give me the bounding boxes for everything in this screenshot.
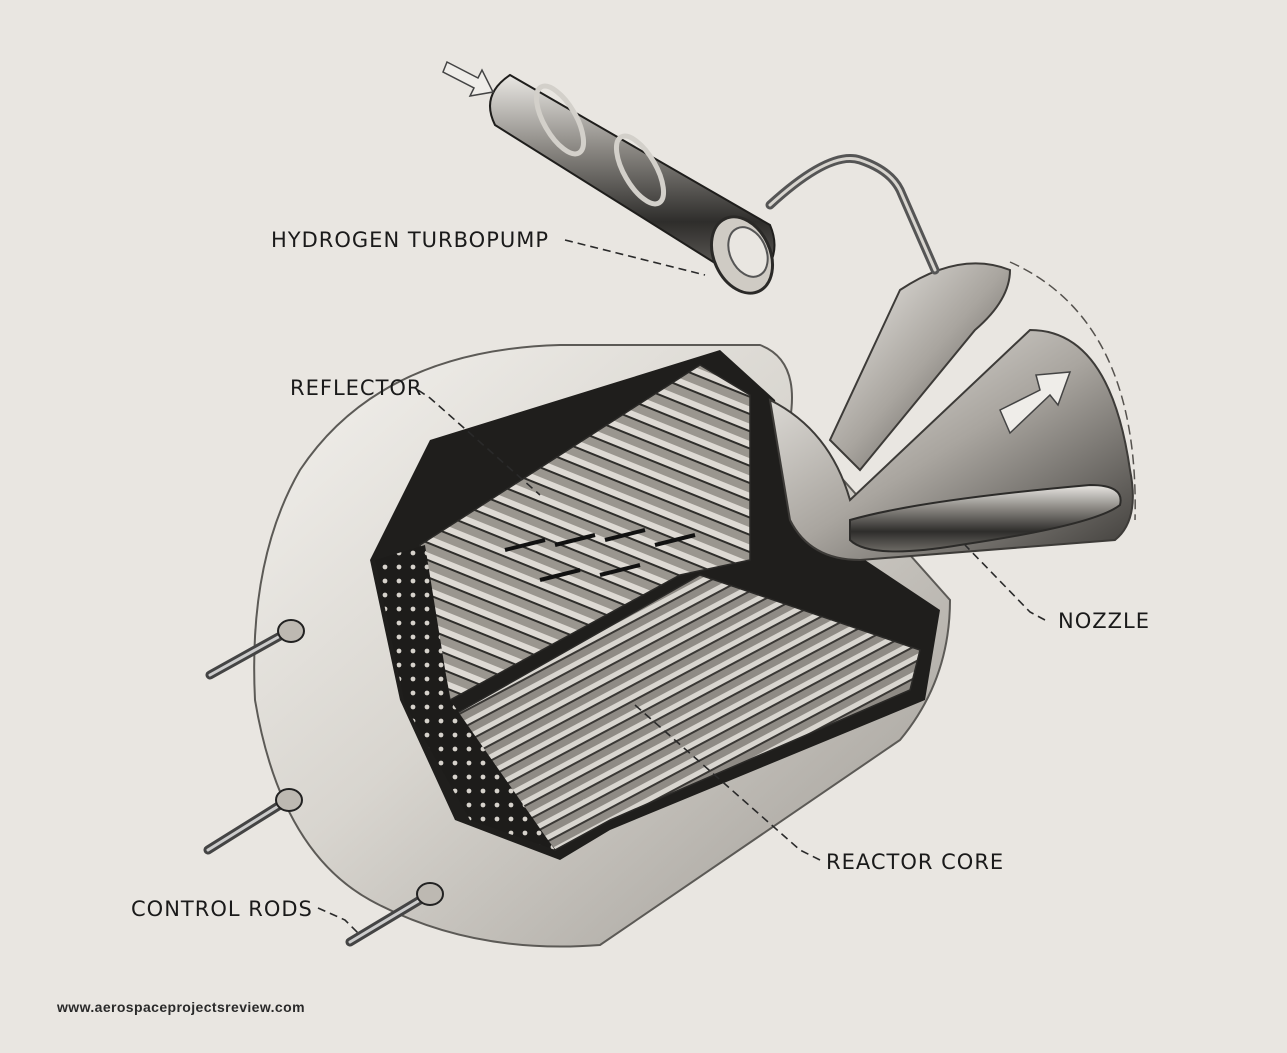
leader-lines	[317, 239, 1046, 936]
hydrogen-turbopump	[489, 73, 776, 295]
flow-arrows	[504, 528, 696, 582]
leader-line-turbopump	[564, 239, 706, 276]
nozzle-exit-outline	[1009, 261, 1136, 521]
inlet-arrow-icon	[442, 60, 495, 97]
leader-line-reactor-core	[634, 704, 821, 861]
control-rod	[203, 788, 303, 855]
credit-url: www.aerospaceprojectsreview.com	[57, 999, 305, 1015]
exhaust-arrow-icon	[999, 371, 1072, 435]
control-rods	[203, 619, 444, 947]
leader-line-nozzle	[964, 544, 1046, 621]
nozzle-manifold-pipe	[849, 483, 1122, 553]
control-rod	[205, 619, 305, 680]
leader-line-control-rods	[317, 907, 361, 936]
core-end-plate	[375, 545, 555, 850]
leader-line-reflector	[417, 389, 541, 496]
label-nozzle: NOZZLE	[1058, 609, 1150, 633]
label-reactor-core: REACTOR CORE	[826, 850, 1005, 874]
control-rod	[345, 882, 444, 947]
label-reflector: REFLECTOR	[290, 376, 423, 400]
label-control-rods: CONTROL RODS	[131, 897, 313, 921]
label-hydrogen-turbopump: HYDROGEN TURBOPUMP	[271, 228, 550, 252]
